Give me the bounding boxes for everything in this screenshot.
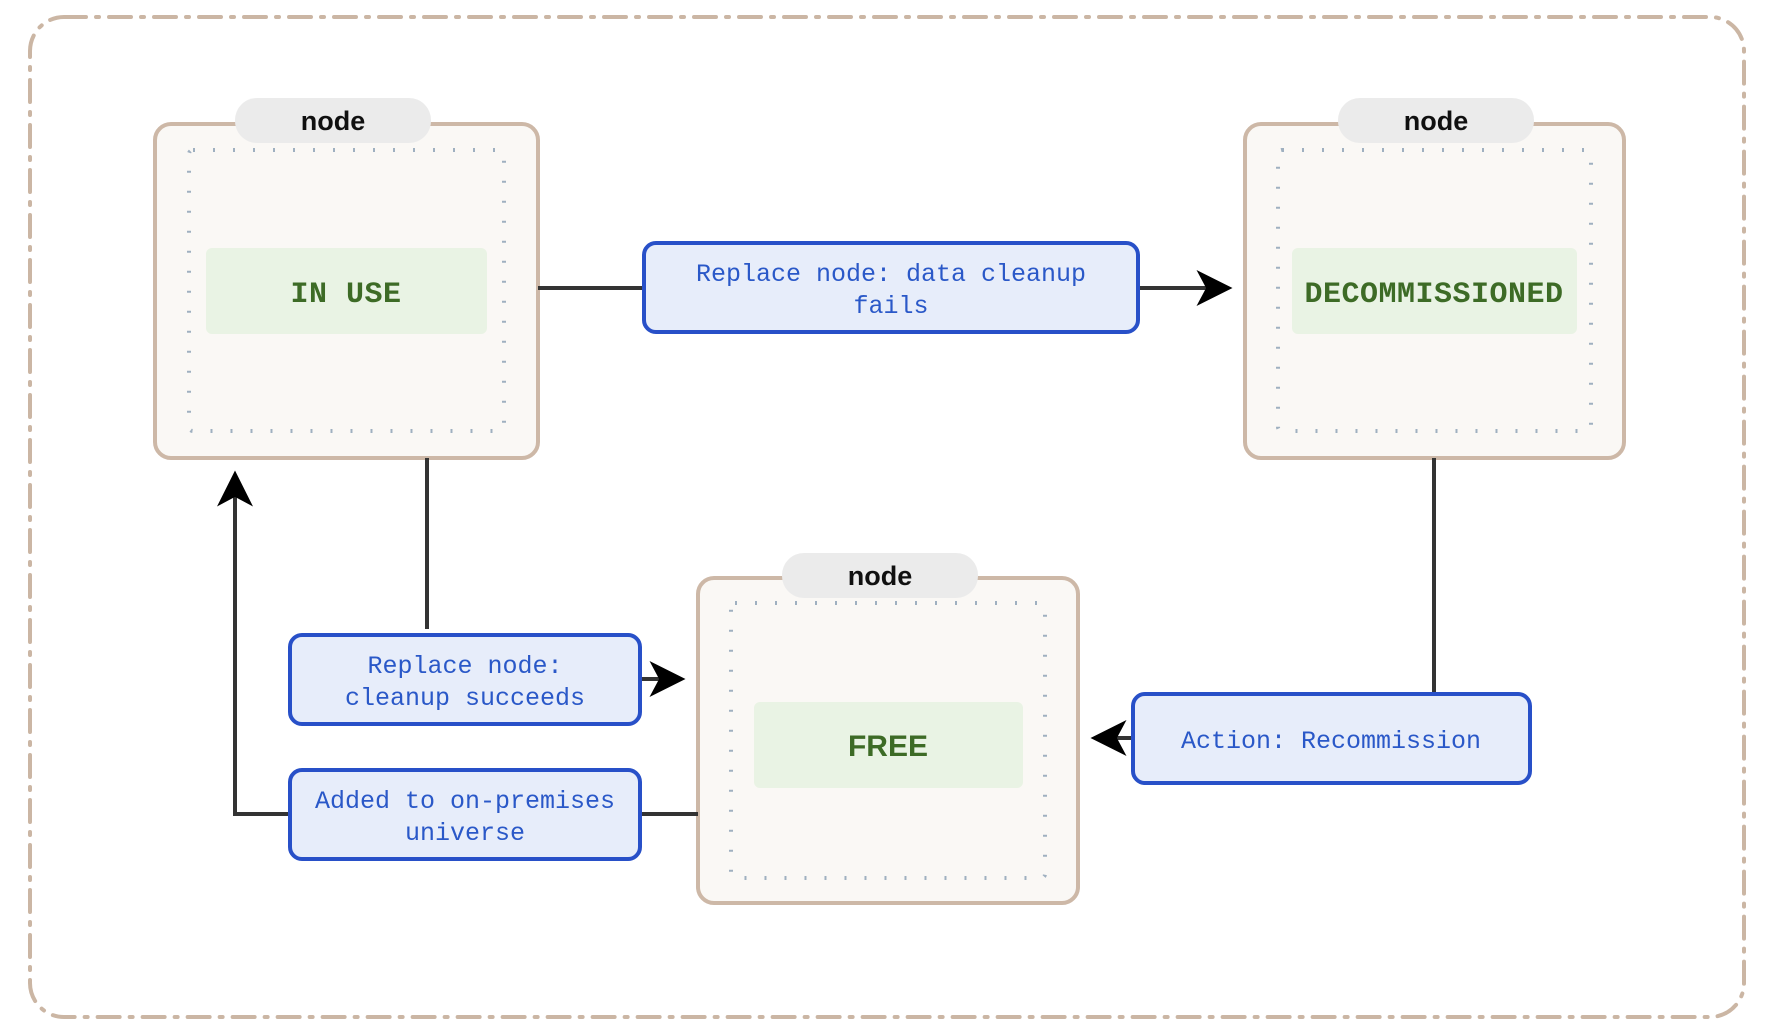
- cluster-in-use-title: node: [301, 106, 366, 136]
- state-decommissioned-chip: [1292, 248, 1577, 334]
- edge-label-t4-box: [1131, 692, 1532, 785]
- cluster-decommissioned[interactable]: node DECOMMISSIONED: [1243, 98, 1626, 460]
- cluster-decommissioned-title: node: [1404, 106, 1469, 136]
- edge-label-added-to-on-premises-universe[interactable]: Added to on-premises universe: [288, 768, 642, 861]
- edge-label-t1-line2: fails: [853, 292, 928, 321]
- edge-label-t3-line1: Added to on-premises: [315, 787, 615, 816]
- edge-free-to-in-use-up: [217, 470, 289, 816]
- state-free-chip: [754, 702, 1023, 788]
- edge-label-t3-line2: universe: [405, 819, 525, 848]
- edge-label-t2-line1: Replace node:: [367, 652, 562, 681]
- edge-label-t2-box: [288, 633, 642, 726]
- edge-label-replace-node-data-cleanup-fails[interactable]: Replace node: data cleanup fails: [642, 241, 1140, 334]
- cluster-in-use[interactable]: node IN USE: [153, 98, 540, 460]
- edge-label-t1-line1: Replace node: data cleanup: [696, 260, 1086, 289]
- cluster-decommissioned-title-pill: [1338, 98, 1534, 143]
- outer-frame: [28, 15, 1746, 1019]
- cluster-free-title: node: [848, 561, 913, 591]
- edge-label-t3-box: [288, 768, 642, 861]
- edge-label-t2-line2: cleanup succeeds: [345, 684, 585, 713]
- cluster-in-use-title-pill: [235, 98, 431, 143]
- edge-label-replace-node-cleanup-succeeds[interactable]: Replace node: cleanup succeeds: [288, 633, 642, 726]
- cluster-free-title-pill: [782, 553, 978, 598]
- state-in-use-label: IN USE: [290, 278, 401, 312]
- state-in-use-chip: [206, 248, 487, 334]
- state-free-label: FREE: [848, 730, 928, 763]
- state-decommissioned-label: DECOMMISSIONED: [1304, 278, 1563, 312]
- cluster-free[interactable]: node FREE: [696, 553, 1080, 905]
- edge-label-t1-box: [642, 241, 1140, 334]
- edge-label-action-recommission[interactable]: Action: Recommission: [1131, 692, 1532, 785]
- edge-label-t4-line1: Action: Recommission: [1181, 727, 1481, 756]
- cluster-in-use-inner-dotted: [187, 148, 506, 433]
